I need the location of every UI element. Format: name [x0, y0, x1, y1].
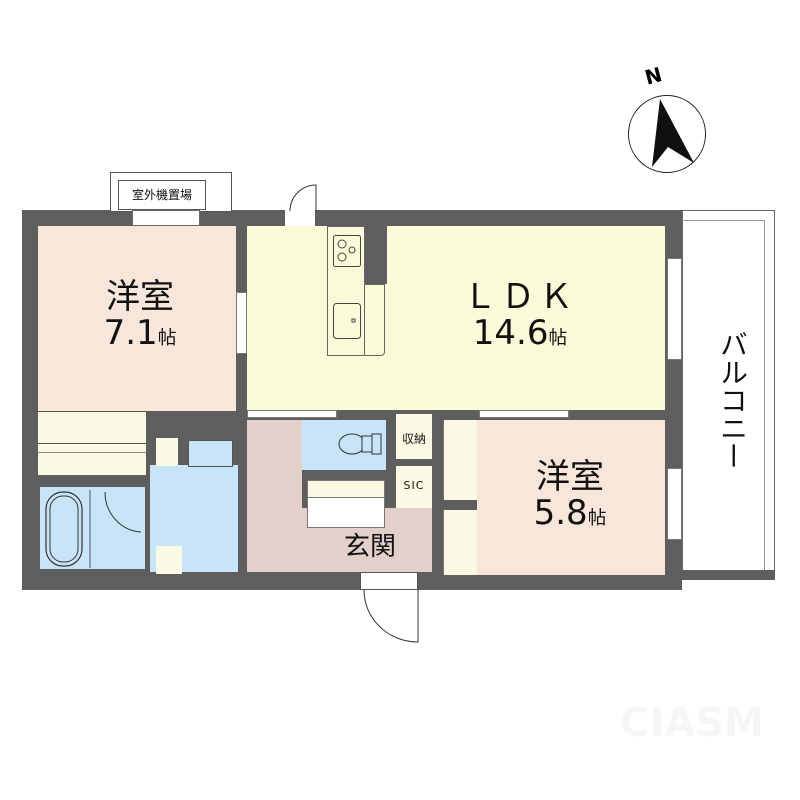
western-room-1 [38, 226, 236, 411]
western-room-2 [477, 420, 665, 575]
kitchen-counter-ext [365, 284, 385, 356]
sic-closet [396, 466, 432, 508]
room-label-sic: SIC [403, 479, 425, 492]
bathtub-icon [45, 490, 91, 568]
sink-icon [333, 303, 361, 339]
room-label-western-1: 洋室 7.1帖 [70, 277, 210, 353]
balcony-rail [682, 220, 765, 572]
room-label-entrance: 玄関 [343, 532, 396, 562]
hallway [247, 420, 302, 572]
room-size: 7.1帖 [103, 312, 177, 353]
vanity [188, 440, 233, 467]
bathroom-door-arc [104, 491, 142, 533]
ldk-top-door-opening [285, 210, 315, 226]
linen-shelf-bottom [156, 546, 182, 574]
room-size: 14.6帖 [472, 312, 568, 353]
watermark: CIASM [620, 700, 764, 746]
bathroom [40, 487, 145, 569]
room-name: 洋室 [106, 277, 174, 317]
room-label-storage: 収納 [401, 432, 426, 446]
stove-icon [333, 235, 361, 267]
compass-north-label: N [642, 62, 665, 90]
linen-shelf-top [156, 438, 178, 466]
room-label-balcony: バルコニー [716, 330, 749, 470]
window-ldk [667, 258, 682, 360]
toilet-icon [338, 433, 382, 455]
room-label-ldk: ＬＤＫ 14.6帖 [440, 277, 600, 353]
closet-shelf-line [38, 443, 146, 444]
ldk-room-right [387, 230, 665, 410]
ldk-top-door-arc [289, 184, 317, 212]
room-name: ＬＤＫ [463, 277, 577, 317]
storage-closet [396, 414, 432, 459]
outdoor-unit-label-box [118, 180, 206, 210]
window-room1-ldk [236, 292, 247, 354]
window-top-room1 [132, 210, 200, 226]
shoe-closet [307, 480, 385, 498]
room-label-western-2: 洋室 5.8帖 [500, 457, 640, 533]
north-arrow-icon [652, 99, 694, 167]
closet-room-2-top [443, 420, 477, 500]
kitchen-wall [365, 226, 387, 284]
window-room2 [667, 468, 682, 540]
room-name: 洋室 [536, 457, 604, 497]
entrance-door-arc [363, 589, 419, 643]
closet-room-2-bottom [443, 510, 477, 575]
outdoor-unit-label: 室外機置場 [131, 188, 192, 202]
closet-shelf-line [38, 452, 146, 453]
room-size: 5.8帖 [533, 492, 607, 533]
sliding-door-ldk-room2 [479, 410, 569, 418]
balcony-bottom-wall [682, 570, 775, 580]
sliding-door-ldk-hall [247, 410, 337, 418]
shoe-closet-lower [307, 498, 385, 528]
entrance-door-opening [360, 572, 418, 590]
